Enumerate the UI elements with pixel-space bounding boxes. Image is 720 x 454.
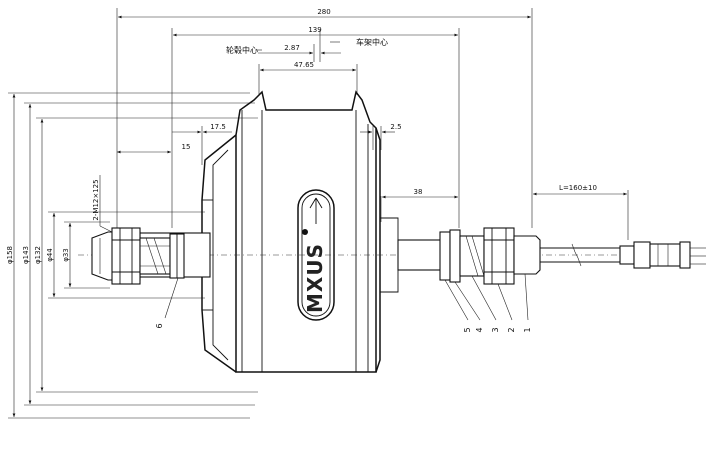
dim-d33: φ33 [62, 248, 70, 262]
part-label-3: 3 [491, 327, 500, 332]
dim-rim-width: 47.65 [294, 61, 314, 69]
part-label-5: 5 [463, 327, 472, 332]
label-hub-center: 轮毂中心 [226, 45, 258, 55]
dim-d158: φ158 [6, 246, 14, 264]
dim-flange-span: 139 [308, 26, 321, 34]
dim-d143: φ143 [22, 246, 30, 264]
label-thread-spec: 2-M12×125 [92, 179, 100, 220]
part-label-4: 4 [475, 327, 484, 332]
part-label-6: 6 [155, 323, 164, 328]
dim-offset: 2.87 [284, 44, 300, 52]
diameter-dimensions [8, 92, 258, 419]
part-label-2: 2 [507, 327, 516, 332]
dim-right-axle: 38 [414, 188, 423, 196]
dim-d132: φ132 [34, 246, 42, 264]
label-frame-center: 车架中心 [356, 37, 388, 47]
hub-motor-body [201, 90, 399, 373]
part-leaders [164, 273, 529, 321]
dim-right-step: 2.5 [390, 123, 401, 131]
axle-assembly [78, 227, 706, 285]
dimension-lines [116, 8, 629, 240]
dim-left-step: 17.5 [210, 123, 226, 131]
dim-d44: φ44 [46, 248, 54, 262]
brand-logo: MXUS [303, 243, 327, 313]
part-label-1: 1 [523, 327, 532, 332]
dim-cable-length: L=160±10 [559, 184, 597, 192]
dim-left-axle: 15 [182, 143, 191, 151]
dim-overall-width: 280 [317, 8, 330, 16]
